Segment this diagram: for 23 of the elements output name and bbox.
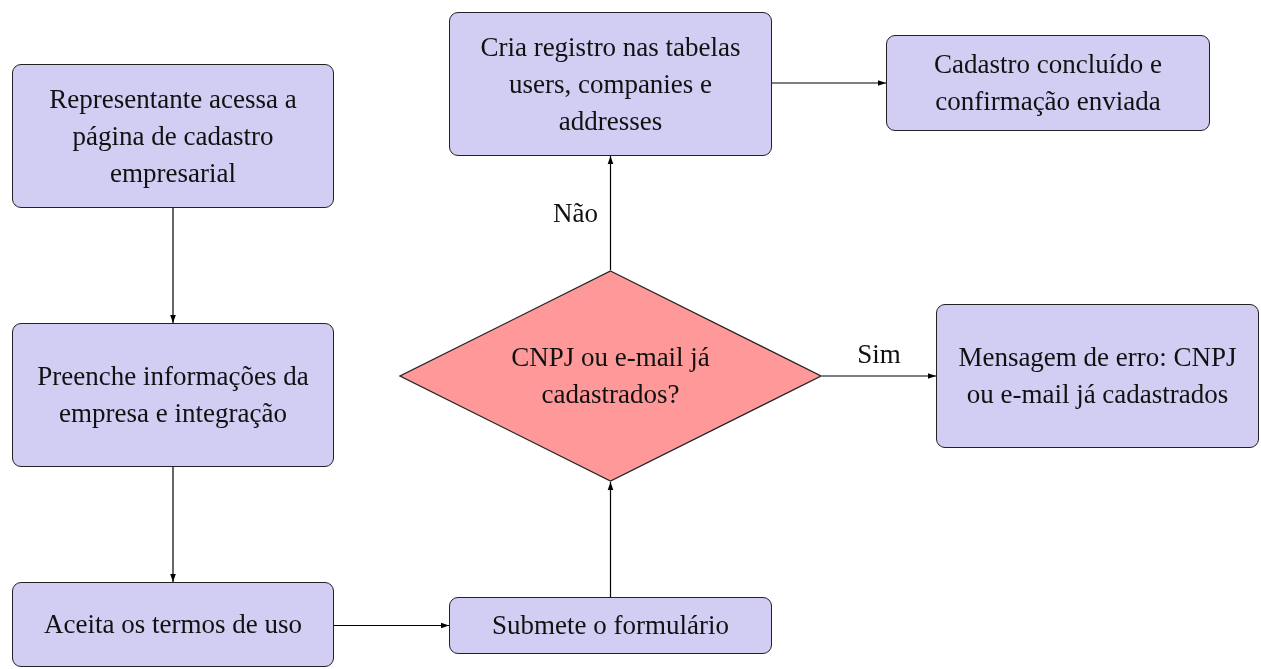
arrow bbox=[170, 207, 176, 324]
arrow bbox=[333, 622, 450, 629]
node-text: Cadastro concluído e confirmação enviada bbox=[933, 48, 1163, 118]
process-box bbox=[449, 597, 772, 654]
arrow bbox=[170, 466, 176, 583]
process-box bbox=[12, 582, 334, 667]
process-box bbox=[449, 12, 772, 156]
node-text: Mensagem de erro: CNPJ ou e-mail já cadastrados bbox=[957, 341, 1238, 411]
process-box bbox=[12, 323, 334, 467]
process-box bbox=[936, 304, 1259, 448]
arrow bbox=[771, 80, 887, 86]
arrow bbox=[821, 373, 937, 379]
decision-diamond bbox=[399, 270, 822, 482]
node-text: Representante acessa a página de cadastro empresarial bbox=[48, 82, 298, 190]
arrow bbox=[607, 155, 614, 271]
process-box bbox=[886, 35, 1210, 131]
node-text: Aceita os termos de uso bbox=[44, 608, 302, 641]
node-text: Preenche informações da empresa e integração bbox=[36, 360, 310, 430]
node-text: Submete o formulário bbox=[492, 609, 729, 642]
node-text: CNPJ ou e-mail já cadastrados? bbox=[510, 341, 711, 411]
process-box bbox=[12, 64, 334, 208]
node-text: Cria registro nas tabelas users, companies e addresses bbox=[479, 30, 742, 138]
arrow bbox=[607, 481, 614, 598]
